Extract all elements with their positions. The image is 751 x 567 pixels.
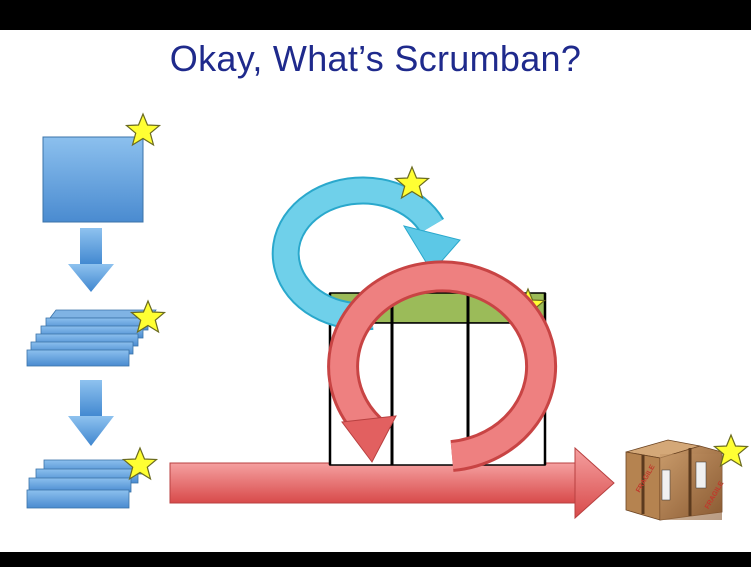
down-arrow-icon [68, 228, 114, 292]
waterfall-big-block [42, 136, 144, 223]
cycle-arrow-icon [327, 260, 558, 472]
slide-title: Okay, What’s Scrumban? [169, 38, 582, 79]
down-arrow-icon [68, 380, 114, 446]
right-arrow-icon [169, 446, 615, 520]
box-icon: FRAGILE FRAGILE [625, 439, 726, 521]
increment-stack-2 [26, 459, 147, 509]
cycle-arrow-icon [271, 176, 461, 331]
increment-stack-1 [26, 309, 157, 367]
